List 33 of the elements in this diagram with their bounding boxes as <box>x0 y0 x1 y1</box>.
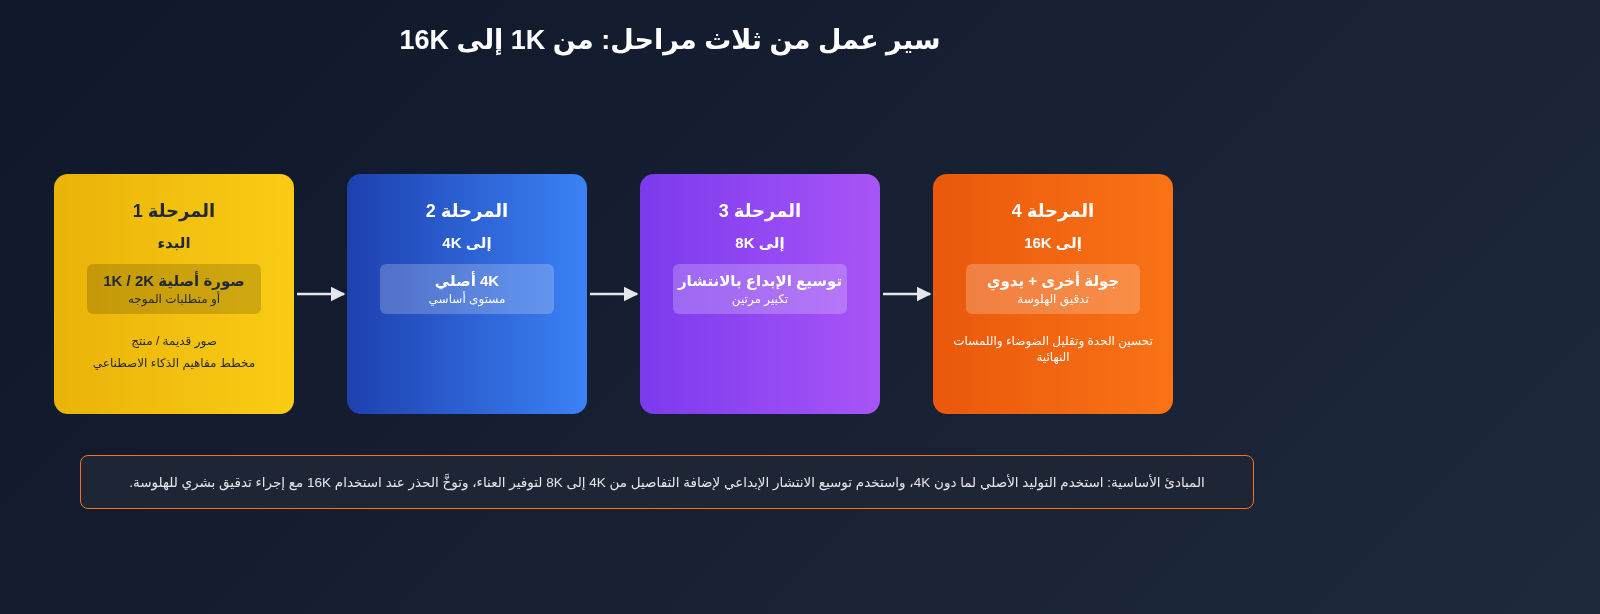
detail-heading: توسيع الإبداع بالانتشار <box>677 272 843 290</box>
stage-heading: المرحلة 3 <box>718 200 802 222</box>
stage-card <box>933 174 1173 414</box>
stage-card <box>347 174 587 414</box>
stage-description: تحسين الحدة وتقليل الضوضاء واللمسات النهائية <box>952 334 1154 366</box>
arrow <box>297 286 346 302</box>
note-box <box>80 455 1254 509</box>
diagram-title: سير عمل من ثلاث مراحل: من 1K إلى 16K <box>398 24 942 56</box>
stage-subtitle: إلى 8K <box>735 234 785 252</box>
stage-heading: المرحلة 1 <box>132 200 216 222</box>
stage-card <box>54 174 294 414</box>
arrow <box>883 286 932 302</box>
stage-card <box>640 174 880 414</box>
detail-subtext: مستوى أساسي <box>428 292 506 306</box>
stage-description: مخطط مفاهيم الذكاء الاصطناعي <box>92 355 256 372</box>
stage-subtitle: إلى 16K <box>1024 234 1082 252</box>
detail-heading: جولة أخرى + يدوي <box>986 272 1120 290</box>
detail-subtext: تكبير مرتين <box>731 292 789 306</box>
detail-subtext: تدقيق الهلوسة <box>1017 292 1089 306</box>
note-text: المبادئ الأساسية: استخدم التوليد الأصلي لما دون 4K، واستخدم توسيع الانتشار الإبداعي لإضافة التفاصيل من 4K إلى 8K لتوفير العناء، وتوخَّ الحذر عند استخدام 16K مع إجراء تدقيق بشري للهلوسة. <box>129 474 1205 490</box>
stage-description: صور قديمة / منتج <box>131 334 217 350</box>
detail-panel <box>380 264 554 314</box>
stage-heading: المرحلة 2 <box>425 200 509 222</box>
arrow <box>590 286 639 302</box>
detail-heading: 4K أصلي <box>434 272 500 290</box>
detail-heading: صورة أصلية 1K / 2K <box>103 272 245 290</box>
stage-subtitle: البدء <box>157 234 191 252</box>
detail-subtext: أو متطلبات الموجه <box>127 292 221 306</box>
detail-panel <box>673 264 847 314</box>
stage-heading: المرحلة 4 <box>1011 200 1095 222</box>
stage-subtitle: إلى 4K <box>442 234 492 252</box>
detail-panel <box>87 264 261 314</box>
detail-panel <box>966 264 1140 314</box>
